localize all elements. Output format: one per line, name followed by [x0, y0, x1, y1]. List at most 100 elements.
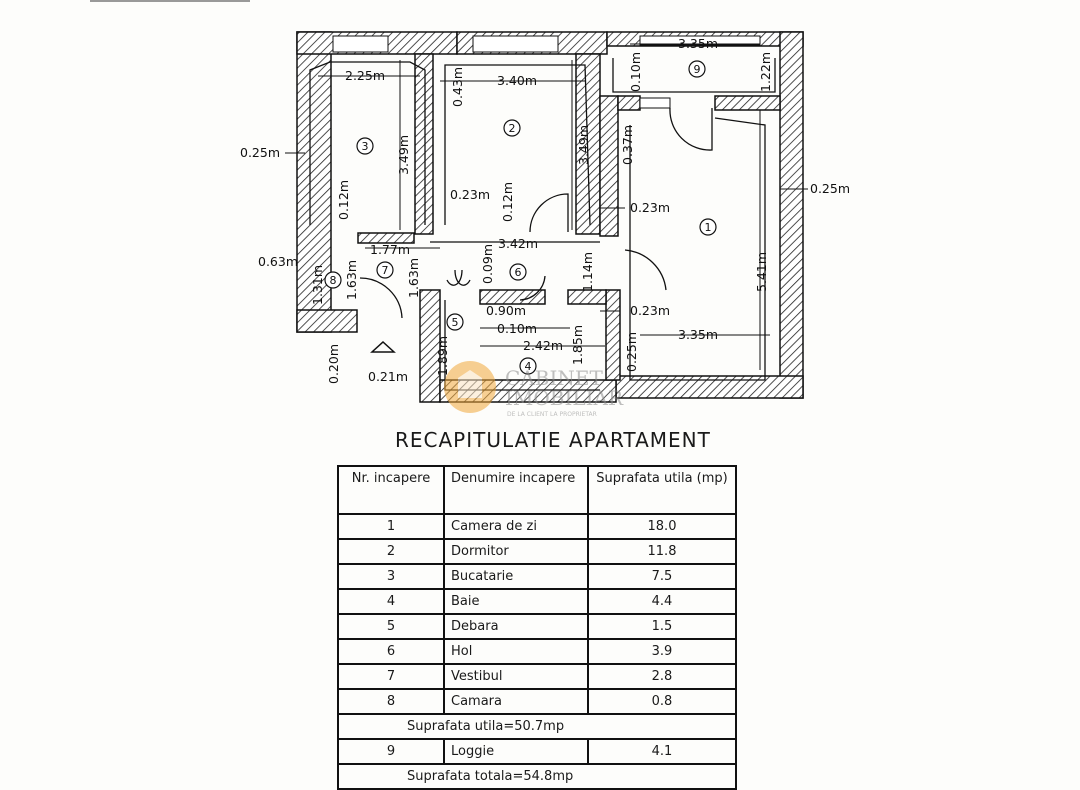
- room-number: 5: [452, 316, 459, 329]
- header-nr: Nr. incapere: [337, 465, 445, 515]
- room-markers: [324, 60, 717, 375]
- room-number: 3: [362, 140, 369, 153]
- room-area: 2.8: [587, 663, 737, 690]
- room-nr: 4: [337, 588, 445, 615]
- watermark-line2: IMOBILIAR: [505, 386, 624, 410]
- room-nr: 5: [337, 613, 445, 640]
- room-name: Dormitor: [443, 538, 589, 565]
- room-name: Loggie: [443, 738, 589, 765]
- room-numbers: 1 2 3 4 5 6 7 8 9: [330, 63, 712, 373]
- room-nr: 2: [337, 538, 445, 565]
- table-header: Nr. incapere Denumire incapere Suprafata…: [337, 465, 737, 515]
- entrance-marker: [370, 340, 396, 353]
- dim-label: 1.77m: [370, 242, 410, 257]
- room-area: 18.0: [587, 513, 737, 540]
- room-area: 1.5: [587, 613, 737, 640]
- dim-label: 1.85m: [570, 325, 585, 365]
- room-area: 11.8: [587, 538, 737, 565]
- dim-label: 2.25m: [345, 68, 385, 83]
- dim-label: 0.10m: [497, 321, 537, 336]
- dim-label: 3.49m: [576, 125, 591, 165]
- dim-label: 0.37m: [620, 125, 635, 165]
- room-area: 7.5: [587, 563, 737, 590]
- room-name: Bucatarie: [443, 563, 589, 590]
- room-area: 4.4: [587, 588, 737, 615]
- room-nr: 9: [337, 738, 445, 765]
- room-nr: 3: [337, 563, 445, 590]
- dim-label: 1.89m: [435, 336, 450, 376]
- dim-label: 1.63m: [344, 260, 359, 300]
- dim-label: 3.49m: [396, 135, 411, 175]
- room-nr: 8: [337, 688, 445, 715]
- doors: [359, 107, 713, 319]
- room-name: Vestibul: [443, 663, 589, 690]
- dim-label: 1.31m: [310, 265, 325, 305]
- dim-label: 0.23m: [630, 200, 670, 215]
- dimension-labels: 2.25m 3.40m 3.35m 0.10m 0.43m 1.22m 0.25…: [240, 36, 850, 384]
- dim-label: 3.40m: [497, 73, 537, 88]
- room-number: 2: [509, 122, 516, 135]
- header-area: Suprafata utila (mp): [587, 465, 737, 515]
- room-name: Hol: [443, 638, 589, 665]
- dim-label: 0.23m: [630, 303, 670, 318]
- dim-label: 3.35m: [678, 327, 718, 342]
- dim-label: 3.35m: [678, 36, 718, 51]
- dim-label: 0.20m: [326, 344, 341, 384]
- watermark: CABINET IMOBILIAR DE LA CLIENT LA PROPRI…: [444, 361, 624, 418]
- dim-label: 3.42m: [498, 236, 538, 251]
- windows: [332, 35, 761, 109]
- dim-label: 0.25m: [240, 145, 280, 160]
- dim-label: 0.10m: [628, 52, 643, 92]
- dim-label: 0.12m: [500, 182, 515, 222]
- room-number: 4: [525, 360, 532, 373]
- watermark-line1: CABINET: [505, 366, 603, 390]
- room-area: 3.9: [587, 638, 737, 665]
- dim-label: 0.90m: [486, 303, 526, 318]
- room-number: 8: [330, 274, 337, 287]
- rooms-table: Nr. incapere Denumire incapere Suprafata…: [337, 465, 737, 790]
- room-name: Camera de zi: [443, 513, 589, 540]
- dim-label: 1.22m: [758, 52, 773, 92]
- dim-label: 0.21m: [368, 369, 408, 384]
- dim-label: 1.14m: [580, 252, 595, 292]
- dim-label: 0.63m: [258, 254, 298, 269]
- room-number: 7: [382, 264, 389, 277]
- watermark-logo-icon: [444, 361, 496, 413]
- dim-label: 5.41m: [754, 252, 769, 292]
- dim-label: 0.09m: [480, 244, 495, 284]
- dim-label: 0.25m: [810, 181, 850, 196]
- room-nr: 7: [337, 663, 445, 690]
- dim-label: 0.25m: [624, 332, 639, 372]
- room-nr: 6: [337, 638, 445, 665]
- room-number: 1: [705, 221, 712, 234]
- floor-plan: 2.25m 3.40m 3.35m 0.10m 0.43m 1.22m 0.25…: [90, 0, 850, 418]
- dim-label: 0.23m: [450, 187, 490, 202]
- room-name: Debara: [443, 613, 589, 640]
- room-name: Baie: [443, 588, 589, 615]
- header-name: Denumire incapere: [443, 465, 589, 515]
- dim-label: 0.12m: [336, 180, 351, 220]
- dim-label: 0.43m: [450, 67, 465, 107]
- room-number: 9: [694, 63, 701, 76]
- dimension-lines: [285, 43, 808, 370]
- room-name: Camara: [443, 688, 589, 715]
- room-number: 6: [515, 266, 522, 279]
- dim-label: 2.42m: [523, 338, 563, 353]
- dim-label: 1.63m: [406, 258, 421, 298]
- room-area: 4.1: [587, 738, 737, 765]
- room-area: 0.8: [587, 688, 737, 715]
- summary-title: RECAPITULATIE APARTAMENT: [395, 428, 711, 452]
- watermark-tagline: DE LA CLIENT LA PROPRIETAR: [507, 411, 597, 418]
- room-nr: 1: [337, 513, 445, 540]
- useful-total-row: Suprafata utila=50.7mp: [337, 713, 737, 740]
- useful-total: Suprafata utila=50.7mp: [337, 713, 737, 740]
